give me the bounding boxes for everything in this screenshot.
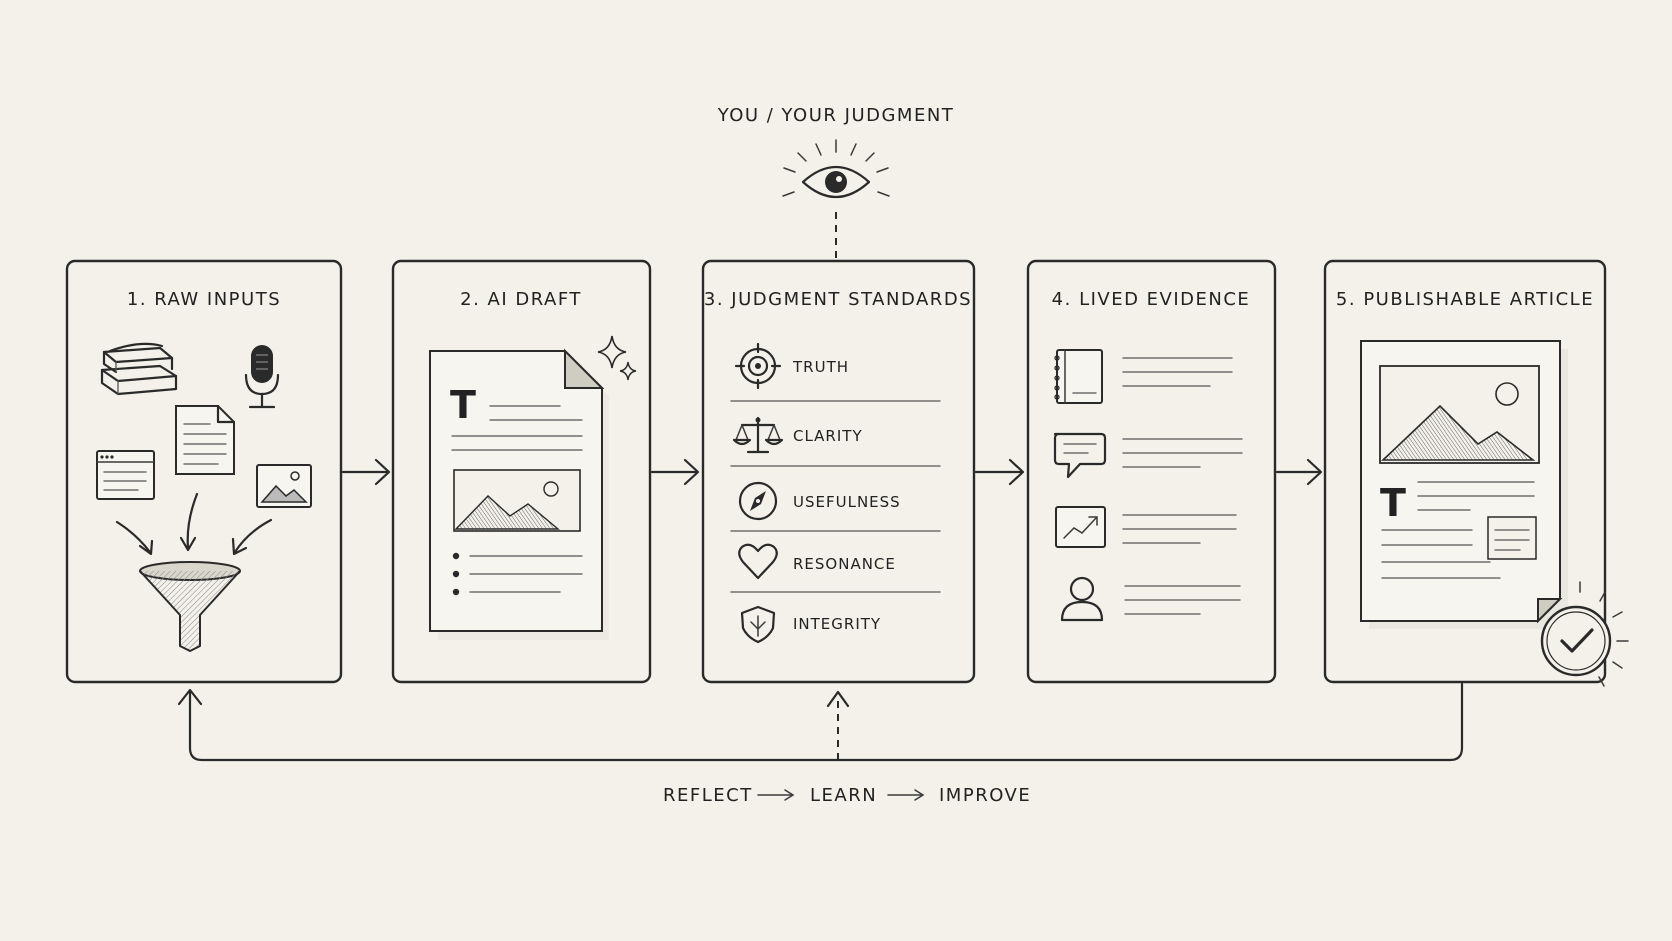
step-box-lived-evidence	[1026, 259, 1277, 684]
loop-arrow	[757, 789, 795, 801]
loop-improve: IMPROVE	[939, 785, 1031, 806]
shield-icon	[740, 605, 776, 644]
target-icon	[734, 342, 782, 390]
standard-clarity: CLARITY	[793, 427, 863, 445]
top-label: YOU / YOUR JUDGMENT	[717, 105, 955, 126]
heart-icon	[738, 543, 778, 580]
standard-truth: TRUTH	[792, 358, 849, 376]
svg-text:T: T	[450, 383, 476, 427]
books-icon	[100, 342, 178, 396]
evidence-lines	[1122, 514, 1237, 544]
step-title-3: 3. JUDGMENT STANDARDS	[704, 289, 972, 310]
sparkle-icon	[597, 335, 637, 381]
step-title-5: 5. PUBLISHABLE ARTICLE	[1336, 289, 1594, 310]
notebook-icon	[1054, 349, 1103, 404]
draft-document-icon: T	[429, 348, 609, 640]
eye-icon	[782, 139, 890, 199]
image-icon	[256, 464, 312, 508]
loop-reflect: REFLECT	[663, 785, 753, 806]
checkmark-badge-icon	[1540, 581, 1629, 687]
person-icon	[1060, 576, 1104, 622]
chart-icon	[1055, 506, 1106, 548]
svg-text:T: T	[1380, 481, 1406, 525]
compass-icon	[738, 481, 778, 521]
funnel-icon	[139, 561, 241, 652]
loop-arrow	[887, 789, 925, 801]
arrow-4-5	[1275, 458, 1323, 486]
funnel-arrows	[115, 492, 273, 556]
step-title-1: 1. RAW INPUTS	[127, 289, 281, 310]
step-title-2: 2. AI DRAFT	[460, 289, 582, 310]
standard-integrity: INTEGRITY	[793, 615, 881, 633]
evidence-lines	[1122, 438, 1243, 468]
standard-resonance: RESONANCE	[793, 555, 896, 573]
browser-window-icon	[96, 450, 155, 500]
evidence-lines	[1124, 585, 1241, 615]
microphone-icon	[244, 345, 280, 409]
arrow-2-3	[650, 458, 700, 486]
step-box-judgment-standards	[701, 259, 976, 684]
feedback-loop-line	[177, 682, 1464, 762]
evidence-lines	[1122, 357, 1233, 387]
standard-usefulness: USEFULNESS	[793, 493, 901, 511]
arrow-1-2	[341, 458, 391, 486]
article-document-icon: T	[1360, 340, 1568, 629]
scales-icon	[732, 416, 784, 454]
feedback-dashed-arrow	[826, 690, 850, 760]
arrow-3-4	[974, 458, 1025, 486]
speech-bubble-icon	[1053, 432, 1107, 479]
step-title-4: 4. LIVED EVIDENCE	[1052, 289, 1251, 310]
document-icon	[175, 404, 236, 475]
loop-learn: LEARN	[810, 785, 877, 806]
